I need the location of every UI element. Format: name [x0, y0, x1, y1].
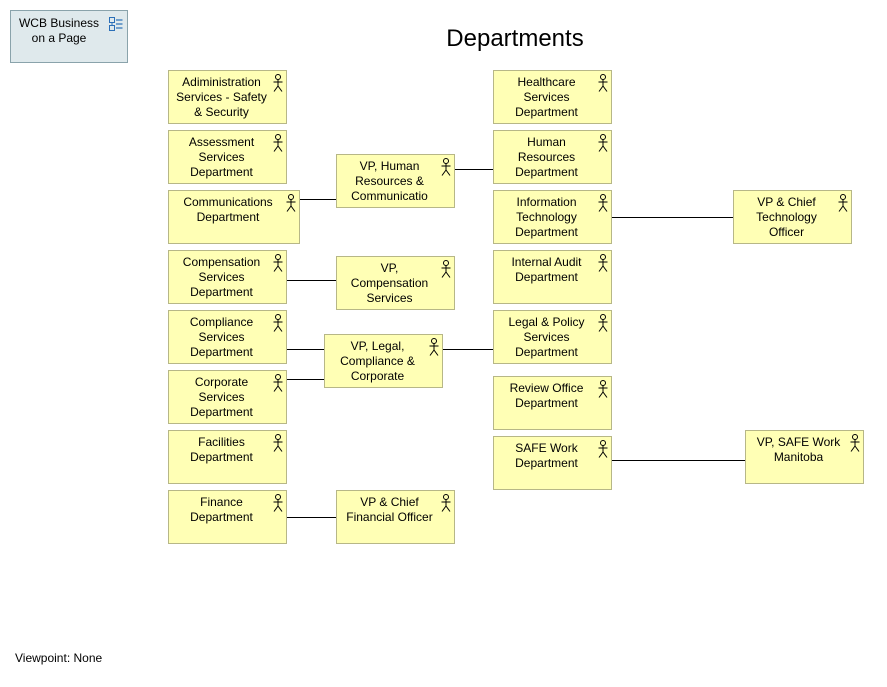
actor-icon — [850, 434, 860, 452]
actor-icon — [598, 254, 608, 272]
actor-safe-work[interactable]: SAFE Work Department — [493, 436, 612, 490]
actor-compliance[interactable]: Compliance Services Department — [168, 310, 287, 364]
actor-icon — [441, 494, 451, 512]
actor-label: Review Office Department — [509, 381, 584, 410]
actor-vp-cfo[interactable]: VP & Chief Financial Officer — [336, 490, 455, 544]
actor-facilities[interactable]: Facilities Department — [168, 430, 287, 484]
actor-healthcare[interactable]: Healthcare Services Department — [493, 70, 612, 124]
navigation-label: WCB Business on a Page — [18, 16, 100, 45]
actor-icon — [273, 134, 283, 152]
actor-label: Finance Department — [190, 495, 253, 524]
actor-vp-legal[interactable]: VP, Legal, Compliance & Corporate — [324, 334, 443, 388]
actor-review-office[interactable]: Review Office Department — [493, 376, 612, 430]
actor-label: Adiministration Services - Safety & Secu… — [176, 75, 267, 119]
actor-label: VP, Human Resources & Communicatio — [351, 159, 428, 203]
actor-icon — [441, 260, 451, 278]
actor-icon — [838, 194, 848, 212]
actor-vp-comp[interactable]: VP, Compensation Services — [336, 256, 455, 310]
actor-label: Facilities Department — [190, 435, 253, 464]
actor-label: Communications Department — [183, 195, 273, 224]
actor-label: Internal Audit Department — [511, 255, 582, 284]
actor-label: VP, SAFE Work Manitoba — [756, 435, 841, 464]
actor-vp-safe[interactable]: VP, SAFE Work Manitoba — [745, 430, 864, 484]
actor-icon — [273, 494, 283, 512]
actor-label: Compliance Services Department — [189, 315, 254, 359]
business-view-icon — [109, 17, 123, 31]
actor-vp-hr[interactable]: VP, Human Resources & Communicatio — [336, 154, 455, 208]
actor-finance[interactable]: Finance Department — [168, 490, 287, 544]
actor-compensation[interactable]: Compensation Services Department — [168, 250, 287, 304]
actor-label: Legal & Policy Services Department — [508, 315, 585, 359]
actor-label: SAFE Work Department — [515, 441, 578, 470]
actor-label: Healthcare Services Department — [515, 75, 578, 119]
actor-label: VP & Chief Financial Officer — [346, 495, 433, 524]
actor-icon — [273, 434, 283, 452]
actor-icon — [598, 74, 608, 92]
actor-label: Corporate Services Department — [190, 375, 253, 419]
actor-label: VP & Chief Technology Officer — [756, 195, 817, 239]
viewpoint-label: Viewpoint: None — [15, 651, 103, 665]
business-on-a-page-link[interactable]: WCB Business on a Page — [10, 10, 128, 63]
actor-label: Information Technology Department — [515, 195, 578, 239]
actor-icon — [598, 194, 608, 212]
actor-human-resources[interactable]: Human Resources Department — [493, 130, 612, 184]
actor-label: Compensation Services Department — [182, 255, 261, 299]
actor-icon — [273, 74, 283, 92]
actor-icon — [441, 158, 451, 176]
actor-icon — [286, 194, 296, 212]
actor-label: VP, Legal, Compliance & Corporate — [340, 339, 415, 383]
actor-admin[interactable]: Adiministration Services - Safety & Secu… — [168, 70, 287, 124]
actor-icon — [429, 338, 439, 356]
actor-label: Human Resources Department — [515, 135, 578, 179]
actor-icon — [273, 254, 283, 272]
actor-label: VP, Compensation Services — [350, 261, 429, 305]
actor-icon — [273, 314, 283, 332]
actor-icon — [598, 314, 608, 332]
actor-vp-cto[interactable]: VP & Chief Technology Officer — [733, 190, 852, 244]
actor-corporate[interactable]: Corporate Services Department — [168, 370, 287, 424]
actor-legal-policy[interactable]: Legal & Policy Services Department — [493, 310, 612, 364]
actor-icon — [598, 380, 608, 398]
actor-communications[interactable]: Communications Department — [168, 190, 300, 244]
diagram-title: Departments — [446, 25, 584, 52]
actor-it[interactable]: Information Technology Department — [493, 190, 612, 244]
actor-label: Assessment Services Department — [188, 135, 255, 179]
actor-icon — [598, 134, 608, 152]
actor-assessment[interactable]: Assessment Services Department — [168, 130, 287, 184]
actor-icon — [598, 440, 608, 458]
actor-internal-audit[interactable]: Internal Audit Department — [493, 250, 612, 304]
actor-icon — [273, 374, 283, 392]
